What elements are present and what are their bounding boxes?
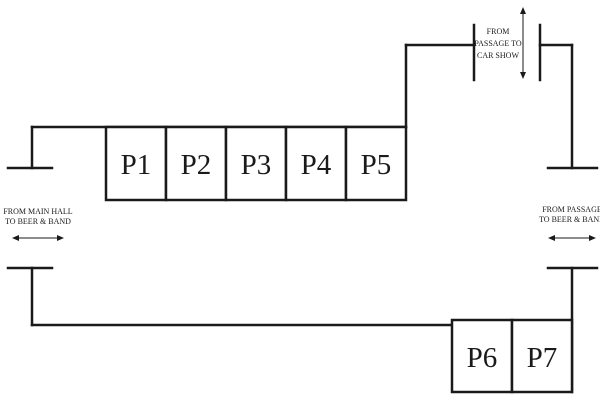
booth-p6-label: P6	[467, 342, 498, 374]
entrance-top-line-2: PASSAGE TO	[474, 39, 521, 48]
entrance-top: FROM PASSAGE TO CAR SHOW	[474, 7, 526, 79]
entrance-left-arrowhead-right	[57, 235, 64, 241]
booth-row-upper: P1 P2 P3 P4 P5	[104, 125, 408, 202]
entrance-top-arrowhead-up	[520, 7, 526, 14]
booth-p4	[284, 125, 348, 202]
entrance-top-line-1: FROM	[487, 27, 510, 36]
booth-p3-label: P3	[241, 149, 272, 181]
entrance-right-arrowhead-right	[589, 235, 596, 241]
booth-p1	[104, 125, 168, 202]
entrance-right-line-2: TO BEER & BAND	[539, 215, 600, 224]
entrance-right: FROM PASSAGE TO BEER & BAND	[539, 205, 600, 241]
booth-p5-label: P5	[361, 149, 392, 181]
booth-row-lower: P6 P7	[450, 318, 574, 394]
booth-p4-label: P4	[301, 149, 332, 181]
entrance-top-line-3: CAR SHOW	[477, 51, 519, 60]
booth-p1-label: P1	[121, 149, 152, 181]
entrance-left-line-1: FROM MAIN HALL	[3, 207, 72, 216]
booth-p5	[344, 125, 408, 202]
entrance-left: FROM MAIN HALL TO BEER & BAND	[3, 207, 73, 241]
booth-p7-label: P7	[527, 342, 558, 374]
booth-p3	[224, 125, 288, 202]
booth-p2-label: P2	[181, 149, 212, 181]
entrance-right-arrowhead-left	[548, 235, 555, 241]
entrance-left-arrowhead-left	[12, 235, 19, 241]
entrance-top-arrowhead-down	[520, 72, 526, 79]
entrance-right-line-1: FROM PASSAGE	[542, 205, 600, 214]
entrance-left-line-2: TO BEER & BAND	[5, 217, 71, 226]
booth-p6	[450, 318, 514, 394]
booth-p7	[510, 318, 574, 394]
